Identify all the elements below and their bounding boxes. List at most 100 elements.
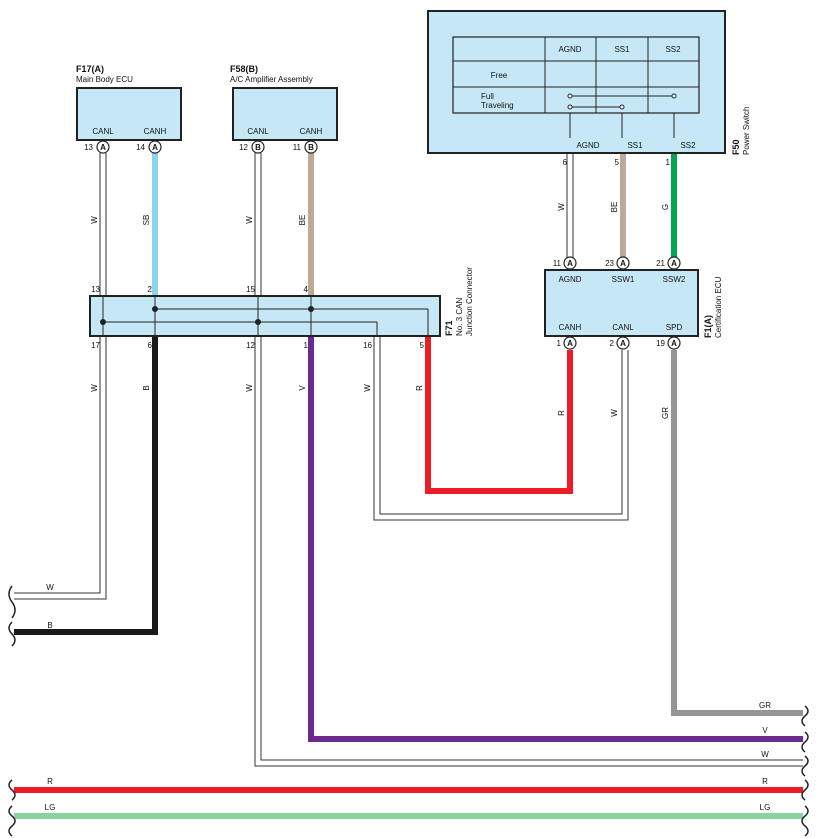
wire-label: W [90, 216, 99, 224]
wire-label: W [610, 409, 619, 417]
wires [14, 153, 803, 819]
break-marks [8, 585, 809, 837]
wire-label: BE [610, 202, 619, 213]
pin-number: 11 [553, 259, 562, 268]
f1-code: F1(A) [703, 315, 713, 338]
f1-name: Certification ECU [714, 276, 723, 338]
pin-number: 1 [666, 158, 671, 167]
wire-label: R [557, 410, 566, 416]
f50-continuity [567, 93, 677, 110]
wire-f50-agnd [566, 153, 574, 262]
wire-label: BE [298, 215, 307, 226]
wire-label: W [90, 384, 99, 392]
pin-letter: B [255, 143, 261, 152]
f17-name: Main Body ECU [76, 75, 133, 84]
pin-number: 13 [84, 143, 93, 152]
f58-box [232, 87, 338, 141]
pin-letter: A [671, 259, 677, 268]
pin-letter: A [152, 143, 158, 152]
f1-pin-canh: CANH [559, 323, 582, 332]
pin-number: 11 [293, 143, 302, 152]
pin-letter: A [567, 259, 573, 268]
wire-label: V [298, 385, 307, 391]
f1-label: F1(A) Certification ECU [703, 276, 723, 338]
wire-label: B [47, 621, 52, 630]
f50-table-row-label: Full [481, 92, 494, 101]
f50-code: F50 [731, 139, 741, 155]
break-mark [801, 755, 809, 777]
pin-number: 15 [246, 285, 255, 294]
pin-letter: A [100, 143, 106, 152]
f50-pin-ss2: SS2 [680, 141, 696, 150]
f1-pin-ssw1: SSW1 [612, 275, 635, 284]
wire-labels-vertical: W SB W BE W BE G W B W V W R R W GR [90, 202, 670, 419]
pin-number: 17 [91, 341, 100, 350]
wire-label: W [761, 750, 769, 759]
component-f17: F17(A) Main Body ECU CANL CANH A A 13 14 [76, 64, 182, 154]
pin-number: 16 [363, 341, 372, 350]
f50-switch-table [452, 36, 700, 114]
break-mark [801, 805, 809, 837]
pin-letter: B [308, 143, 314, 152]
pin-connector [616, 336, 630, 350]
wire-jc6 [14, 336, 158, 635]
wire-jc17 [14, 336, 107, 600]
f50-table-grid [453, 37, 699, 113]
wire-label: W [557, 203, 566, 211]
f71-code: F71 [444, 320, 454, 336]
pin-letter: A [671, 339, 677, 348]
f1-pin-agnd: AGND [558, 275, 581, 284]
pin-number: 1 [557, 339, 562, 348]
pin-number: 13 [91, 285, 100, 294]
f71-box [89, 295, 441, 337]
pin-connector [563, 256, 577, 270]
pin-number: 5 [615, 158, 620, 167]
wire-label: B [142, 385, 151, 390]
f50-table-header: AGND [558, 45, 581, 54]
f58-pin-canh: CANH [300, 127, 323, 136]
pin-connector [667, 256, 681, 270]
wire-label: R [415, 385, 424, 391]
wire-label: R [47, 777, 53, 786]
break-mark [801, 731, 809, 753]
wire-label: LG [45, 803, 56, 812]
f17-pin-canh: CANH [144, 127, 167, 136]
component-f50: AGND SS1 SS2 Free Full Traveling AGND SS… [427, 10, 751, 167]
f17-code: F17(A) [76, 64, 104, 74]
f71-name-line2: Junction Connector [465, 267, 474, 336]
f50-table-row-label: Free [491, 71, 508, 80]
f71-internal-bus [102, 296, 429, 336]
break-mark [801, 779, 809, 801]
f1-pin-spd: SPD [666, 323, 683, 332]
wire-label: GR [661, 407, 670, 419]
wire-f58-canl [254, 153, 262, 296]
wire-jc16 [373, 336, 629, 521]
f17-box [76, 87, 182, 141]
wire-label: LG [760, 803, 771, 812]
component-f71: 13 2 15 4 17 6 12 1 16 5 F71 No. 3 CAN J… [89, 267, 474, 350]
pin-connector [148, 140, 162, 154]
f71-label: F71 No. 3 CAN Junction Connector [444, 267, 474, 336]
wire-labels-horizontal: W B GR V W R R LG LG [45, 583, 772, 812]
component-f1: A A A 11 23 21 AGND SSW1 SSW2 CANH CANL … [544, 256, 723, 350]
f50-table-header: SS1 [614, 45, 630, 54]
pin-connector [616, 256, 630, 270]
pin-number: 14 [136, 143, 145, 152]
pin-connector [304, 140, 318, 154]
pin-number: 21 [656, 259, 665, 268]
pin-number: 23 [605, 259, 614, 268]
break-mark [8, 805, 16, 837]
pin-number: 1 [304, 341, 309, 350]
f50-internal-leads [569, 113, 675, 138]
f50-pin-agnd: AGND [576, 141, 599, 150]
wire-label: W [363, 384, 372, 392]
pin-connector [96, 140, 110, 154]
f1-pin-canl: CANL [612, 323, 634, 332]
pin-connector [563, 336, 577, 350]
pin-number: 12 [239, 143, 248, 152]
wire-label: G [661, 204, 670, 210]
pin-number: 6 [148, 341, 153, 350]
f50-name: Power Switch [742, 107, 751, 155]
break-mark [801, 705, 809, 727]
pin-connector [251, 140, 265, 154]
